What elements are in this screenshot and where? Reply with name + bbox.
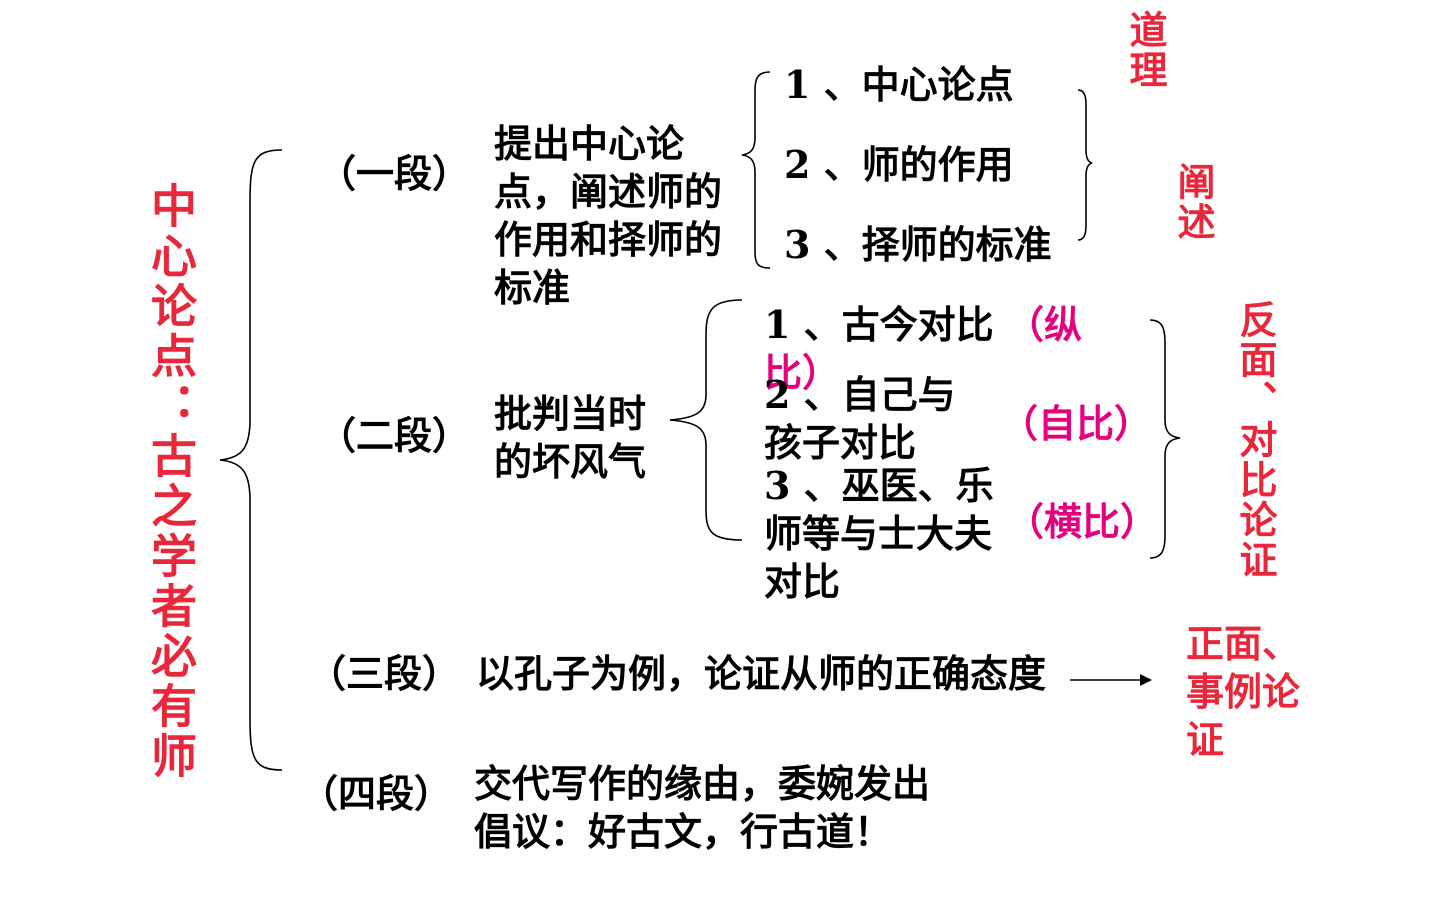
section1-side-label-1: 道理 [1123,10,1168,90]
section4-label: （四段） [300,771,453,816]
section2-label: （二段） [318,413,471,458]
section2-point-1-note: （纵比） [764,302,1083,395]
section1-point-2: 2 、师的作用 [784,142,1014,187]
section2-point-2-text: 2 、自己与孩子对比 [764,371,960,467]
section1-point-1: 1 、中心论点 [784,62,1014,107]
section3-side-label: 正面、事例论证 [1186,621,1301,762]
section2-side-label: 反面、对比论证 [1233,300,1278,580]
section2-brace [669,299,743,541]
section3-summary: 以孔子为例，论证从师的正确态度 [476,651,1047,696]
section1-point-3: 3 、择师的标准 [784,222,1052,267]
section1-right-brace [1077,89,1093,241]
section1-label: （一段） [318,151,471,196]
section1-summary: 提出中心论点，阐述师的作用和择师的标准 [494,121,723,310]
section1-side-label-2: 阐述 [1171,162,1216,242]
section2-point-1-text: 1 、古今对比 [764,302,994,347]
section4-summary: 交代写作的缘由，委婉发出倡议：好古文，行古道！ [474,761,931,854]
central-thesis: 中心论点：古之学者必有师 [144,182,198,782]
section3-arrow-head [1140,674,1152,686]
section3-label: （三段） [308,651,461,696]
main-brace [219,149,283,771]
section1-brace [741,71,771,269]
section2-point-2-text-inner: 2 、自己与孩子对比 [764,372,956,465]
section2-point-3-text: 3 、巫医、乐师等与士大夫对比 [764,463,994,604]
section2-point-2-note: （自比） [1000,401,1153,446]
section2-point-3-note: （横比） [1006,499,1159,544]
section2-summary: 批判当时的坏风气 [494,391,647,484]
